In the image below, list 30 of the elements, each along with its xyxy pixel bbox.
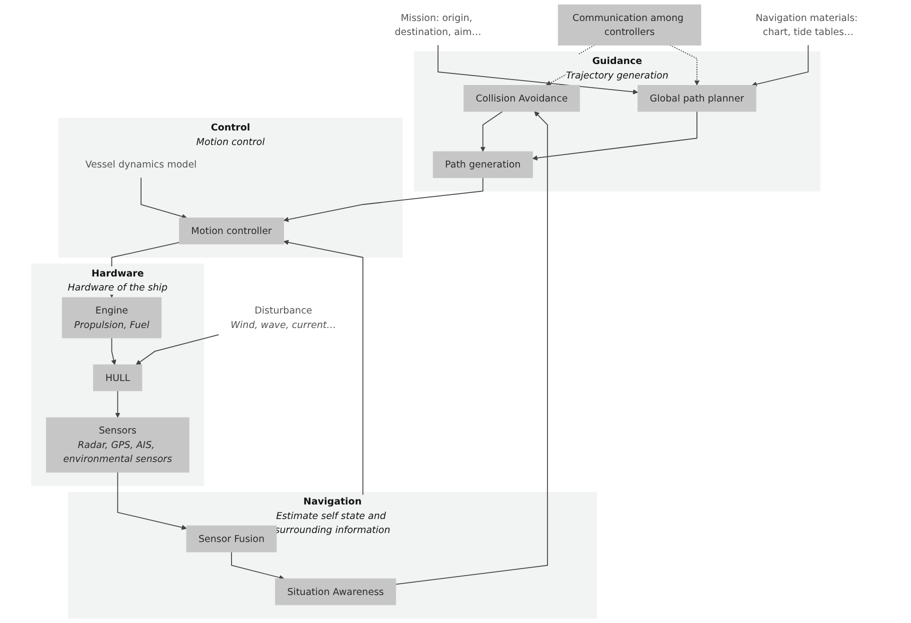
arrow: [670, 44, 700, 86]
node-box: [432, 151, 533, 178]
arrow: [140, 177, 188, 220]
arrow: [115, 390, 120, 418]
node-text: Navigation materials: chart, tide tables…: [756, 12, 858, 38]
node-box: [93, 364, 142, 392]
cluster: [414, 51, 820, 192]
node-text: Vessel dynamics model: [85, 158, 197, 170]
cluster: [31, 264, 204, 486]
node-box: [62, 297, 162, 338]
node-box: [558, 4, 702, 46]
node-box: [464, 85, 580, 112]
arrow: [117, 472, 187, 530]
node-box: [638, 85, 756, 112]
arrow: [111, 338, 116, 365]
node-text: Disturbance Wind, wave, current…: [230, 304, 336, 330]
arrow: [532, 111, 698, 161]
arrow: [395, 111, 548, 585]
node-box: [179, 218, 284, 244]
arrow: [231, 552, 284, 580]
arrow: [480, 111, 503, 152]
cluster: [68, 492, 598, 619]
cluster: [58, 118, 403, 258]
node-box: [46, 417, 190, 473]
arrow: [752, 44, 809, 87]
node-box: [186, 526, 277, 552]
node-box: [275, 578, 396, 606]
arrow: [283, 177, 484, 222]
arrow: [136, 334, 220, 365]
node-text: Mission: origin, destination, aim…: [394, 12, 482, 38]
